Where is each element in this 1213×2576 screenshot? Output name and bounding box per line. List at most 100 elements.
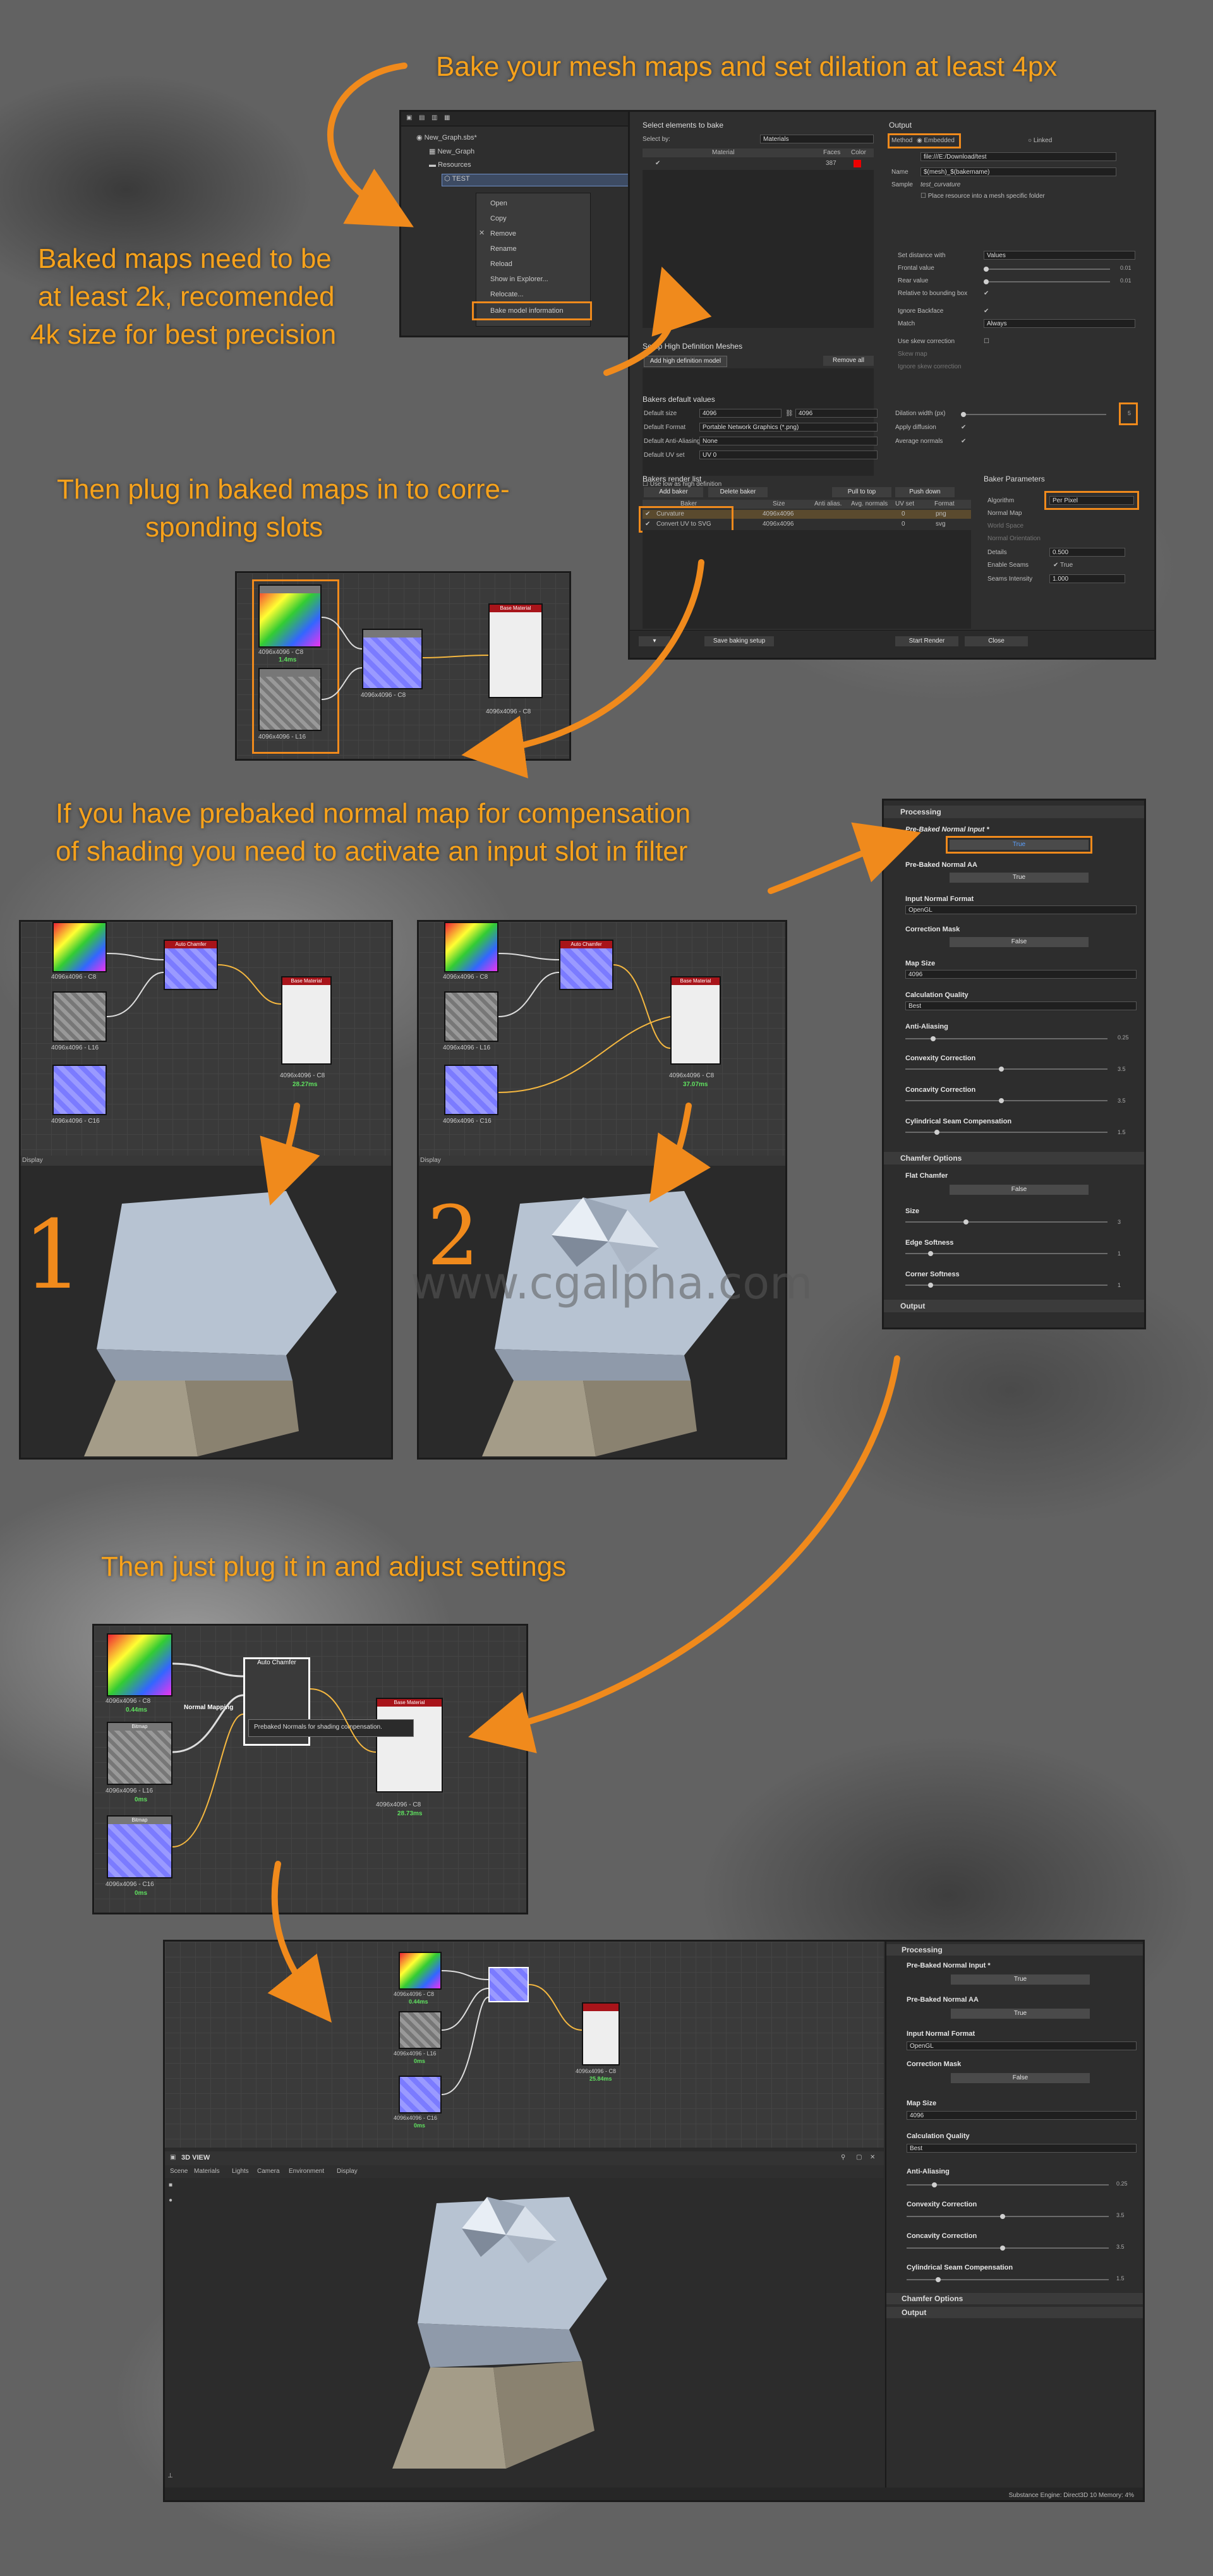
- skew-checkbox[interactable]: ☐: [984, 338, 989, 345]
- save-setup-button[interactable]: Save baking setup: [704, 636, 774, 646]
- name-field[interactable]: $(mesh)_$(bakername): [920, 167, 1116, 176]
- pre-baked-aa-toggle[interactable]: True: [950, 873, 1089, 883]
- left-base-material-node[interactable]: Base Material: [281, 976, 332, 1065]
- menu-remove[interactable]: Remove: [490, 230, 516, 238]
- adjust-base-material-node[interactable]: Base Material: [376, 1698, 443, 1793]
- save-icon[interactable]: ▥: [431, 114, 438, 121]
- convexity-slider[interactable]: [905, 1067, 1107, 1072]
- final-chamfer-node[interactable]: [488, 1967, 529, 2002]
- final-normal-node[interactable]: [399, 2076, 442, 2113]
- final-3d-viewport[interactable]: ■ ● ⊥: [165, 2178, 884, 2488]
- apply-diffusion-checkbox[interactable]: ✔: [961, 424, 967, 431]
- row-checkbox[interactable]: ✔: [655, 160, 661, 167]
- file-path-field[interactable]: file:///E:/Download/test: [920, 152, 1116, 161]
- menu-rename[interactable]: Rename: [490, 245, 517, 253]
- default-size-a-dropdown[interactable]: 4096: [699, 409, 782, 418]
- final-convexity-slider[interactable]: [907, 2214, 1109, 2219]
- left-svg-node[interactable]: [52, 991, 107, 1042]
- final-anti-aliasing-slider[interactable]: [907, 2182, 1109, 2187]
- use-low-as-high-checkbox[interactable]: ☐ Use low as high definition: [643, 481, 722, 488]
- final-output-header[interactable]: Output: [886, 2307, 1143, 2318]
- size-slider[interactable]: [905, 1219, 1107, 1225]
- close-view-icon[interactable]: ✕: [870, 2154, 876, 2161]
- camera-icon[interactable]: ■: [169, 2182, 173, 2189]
- final-pre-baked-input-toggle[interactable]: True: [951, 1974, 1090, 1985]
- frontal-slider[interactable]: [984, 267, 1110, 272]
- details-field[interactable]: 0.500: [1049, 548, 1125, 557]
- folder-icon[interactable]: ▤: [419, 114, 425, 121]
- base-material-node[interactable]: Base Material: [488, 603, 543, 698]
- average-normals-checkbox[interactable]: ✔: [961, 438, 967, 445]
- final-pre-baked-aa-toggle[interactable]: True: [951, 2009, 1090, 2019]
- menu-lights[interactable]: Lights: [232, 2168, 249, 2175]
- default-aa-dropdown[interactable]: None: [699, 437, 878, 445]
- right-chamfer-node[interactable]: Auto Chamfer: [559, 940, 613, 990]
- auto-chamfer-node[interactable]: [362, 629, 423, 689]
- select-table-row[interactable]: ✔ 387: [643, 159, 874, 169]
- remove-all-button[interactable]: Remove all: [823, 356, 874, 366]
- add-high-def-button[interactable]: Add high definition model: [644, 356, 727, 367]
- left-chamfer-node[interactable]: Auto Chamfer: [164, 940, 218, 990]
- processing-header[interactable]: Processing: [884, 806, 1144, 818]
- maximize-icon[interactable]: ▢: [856, 2154, 862, 2161]
- final-curvature-node[interactable]: [399, 1952, 442, 1990]
- anti-aliasing-slider[interactable]: [905, 1036, 1107, 1041]
- method-embedded-radio[interactable]: ◉ Embedded: [917, 137, 955, 144]
- algorithm-dropdown[interactable]: Per Pixel: [1049, 496, 1134, 505]
- default-size-b-dropdown[interactable]: 4096: [795, 409, 878, 418]
- left-3d-viewport[interactable]: [21, 1166, 391, 1458]
- select-by-dropdown[interactable]: Materials: [760, 135, 874, 143]
- start-render-button[interactable]: Start Render: [895, 636, 958, 646]
- linked-radio[interactable]: ○ Linked: [1028, 137, 1053, 144]
- render-row-curvature[interactable]: ✔ Curvature 4096x4096 0 png: [643, 510, 971, 519]
- right-normal-node[interactable]: [444, 1065, 498, 1115]
- menu-show-explorer[interactable]: Show in Explorer...: [490, 275, 548, 283]
- menu-scene[interactable]: Scene: [170, 2168, 188, 2175]
- new-icon[interactable]: ▣: [406, 114, 413, 121]
- link-size-icon[interactable]: ⛓: [785, 410, 794, 417]
- default-format-dropdown[interactable]: Portable Network Graphics (*.png): [699, 423, 878, 432]
- pin-icon[interactable]: ⚲: [841, 2154, 846, 2161]
- load-setup-button[interactable]: ▾: [639, 636, 670, 646]
- menu-relocate[interactable]: Relocate...: [490, 291, 524, 298]
- menu-icon[interactable]: ▦: [444, 114, 450, 121]
- adjust-svg-node[interactable]: Bitmap: [107, 1722, 172, 1785]
- relative-bbox-checkbox[interactable]: ✔: [984, 290, 989, 297]
- final-input-normal-format-dropdown[interactable]: OpenGL: [907, 2041, 1137, 2050]
- final-map-size-dropdown[interactable]: 4096: [907, 2111, 1137, 2120]
- svg-map-node[interactable]: [258, 668, 322, 731]
- final-calc-quality-dropdown[interactable]: Best: [907, 2144, 1137, 2153]
- explorer-resources[interactable]: ▬ Resources: [429, 161, 471, 169]
- final-cyl-seam-slider[interactable]: [907, 2277, 1109, 2282]
- left-display-tab[interactable]: Display: [22, 1157, 43, 1164]
- output-header[interactable]: Output: [884, 1300, 1144, 1312]
- final-svg-node[interactable]: [399, 2011, 442, 2049]
- push-down-button[interactable]: Push down: [895, 487, 955, 497]
- right-curvature-node[interactable]: [444, 922, 498, 972]
- distance-dropdown[interactable]: Values: [984, 251, 1135, 260]
- explorer-package[interactable]: ◉ New_Graph.sbs*: [416, 134, 477, 142]
- right-svg-node[interactable]: [444, 991, 498, 1042]
- final-processing-header[interactable]: Processing: [886, 1944, 1143, 1956]
- final-chamfer-header[interactable]: Chamfer Options: [886, 2293, 1143, 2304]
- seams-intensity-field[interactable]: 1.000: [1049, 574, 1125, 583]
- menu-environment[interactable]: Environment: [289, 2168, 325, 2175]
- add-baker-button[interactable]: Add baker: [644, 487, 703, 497]
- final-correction-mask-toggle[interactable]: False: [951, 2073, 1090, 2083]
- cyl-seam-slider[interactable]: [905, 1130, 1107, 1135]
- left-normal-node[interactable]: [52, 1065, 107, 1115]
- delete-baker-button[interactable]: Delete baker: [708, 487, 768, 497]
- edge-softness-slider[interactable]: [905, 1251, 1107, 1256]
- map-size-dropdown[interactable]: 4096: [905, 970, 1137, 979]
- chamfer-options-header[interactable]: Chamfer Options: [884, 1152, 1144, 1164]
- uv-svg-checkbox[interactable]: ✔: [645, 521, 651, 528]
- place-resource-checkbox[interactable]: ☐ Place resource into a mesh specific fo…: [920, 193, 1045, 200]
- menu-materials[interactable]: Materials: [194, 2168, 220, 2175]
- adjust-curvature-node[interactable]: [107, 1633, 172, 1696]
- curvature-checkbox[interactable]: ✔: [645, 511, 651, 517]
- right-base-material-node[interactable]: Base Material: [670, 976, 721, 1065]
- explorer-graph[interactable]: ▦ New_Graph: [429, 148, 475, 155]
- calc-quality-dropdown[interactable]: Best: [905, 1001, 1137, 1010]
- menu-camera[interactable]: Camera: [257, 2168, 280, 2175]
- adjust-normal-node[interactable]: Bitmap: [107, 1815, 172, 1878]
